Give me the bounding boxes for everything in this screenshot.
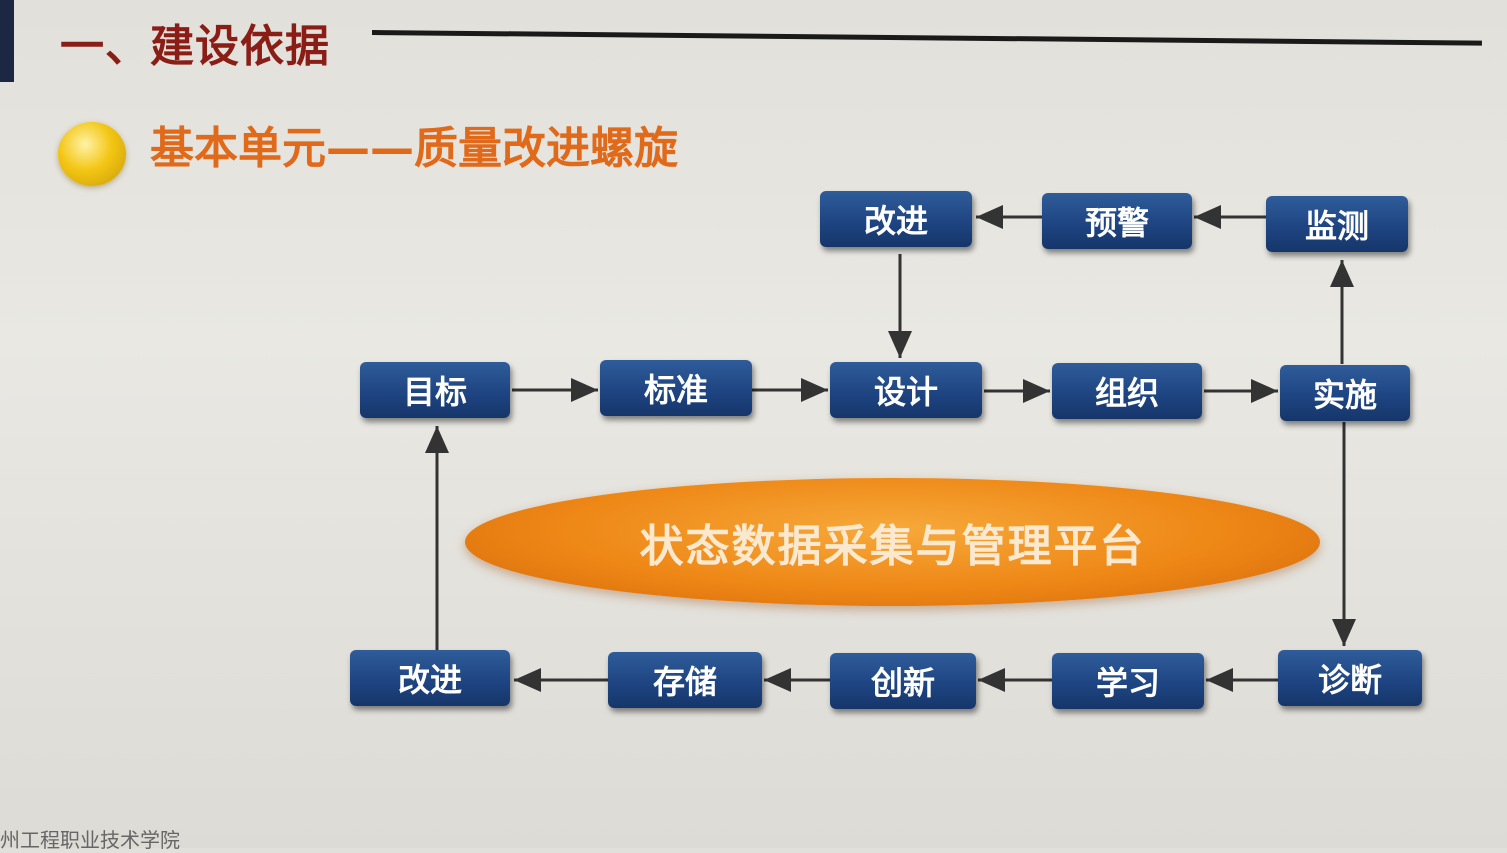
node-goal: 目标	[360, 362, 510, 418]
node-storage: 存储	[608, 652, 762, 708]
node-improve-top: 改进	[820, 191, 972, 247]
footer-text: 州工程职业技术学院	[0, 828, 180, 852]
node-improve-bottom: 改进	[350, 650, 510, 706]
node-design: 设计	[830, 362, 982, 418]
edge-bar	[0, 0, 14, 82]
node-organize: 组织	[1052, 363, 1202, 419]
subheading: 基本单元——质量改进螺旋	[150, 123, 678, 174]
platform-ellipse: 状态数据采集与管理平台	[465, 478, 1320, 606]
section-heading: 一、建设依据	[60, 21, 330, 72]
node-diagnosis: 诊断	[1278, 650, 1422, 706]
node-innovation: 创新	[830, 653, 976, 709]
node-monitor: 监测	[1266, 196, 1408, 252]
bullet-icon	[58, 122, 126, 186]
node-implement: 实施	[1280, 365, 1410, 421]
node-warning: 预警	[1042, 193, 1192, 249]
node-learning: 学习	[1052, 653, 1204, 709]
node-standard: 标准	[600, 360, 752, 416]
